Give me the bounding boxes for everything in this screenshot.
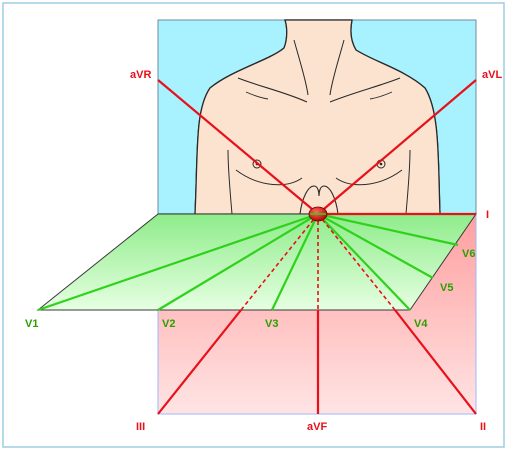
- limb-lead-lower: [157, 309, 477, 415]
- lead-line-avl: [317, 79, 477, 215]
- lead-line-v6: [317, 212, 459, 247]
- lead-line-v5: [317, 213, 434, 279]
- torso-figure: [158, 19, 476, 215]
- label-avr: aVR: [130, 69, 151, 81]
- label-i: I: [486, 209, 489, 221]
- precordial-lead-lines: [37, 212, 459, 312]
- label-v1: V1: [25, 318, 38, 330]
- limb-lead-lines: [157, 79, 477, 215]
- label-v6: V6: [462, 248, 475, 260]
- label-iii: III: [136, 421, 145, 433]
- lead-line-v3: [271, 213, 319, 311]
- lead-line-iii: [157, 309, 242, 415]
- lead-line-avr: [157, 79, 319, 215]
- label-ii: II: [480, 421, 486, 433]
- lead-line-ii: [394, 309, 477, 415]
- limb-lead-dashed: [240, 213, 396, 311]
- label-v5: V5: [440, 282, 453, 294]
- label-avf: aVF: [307, 421, 327, 433]
- label-avl: aVL: [482, 69, 502, 81]
- heart-icon: [308, 206, 328, 222]
- lead-line-v4: [317, 213, 411, 311]
- lead-line-v1: [37, 212, 319, 312]
- label-v4: V4: [414, 318, 428, 330]
- label-v2: V2: [162, 318, 175, 330]
- lead-line-v2: [157, 213, 319, 311]
- label-v3: V3: [265, 318, 278, 330]
